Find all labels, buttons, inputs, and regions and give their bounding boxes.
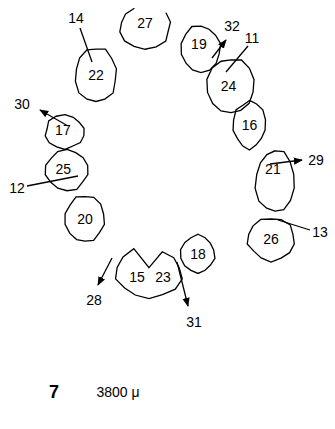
cell-border <box>45 149 88 190</box>
callout-number: 31 <box>186 315 202 329</box>
cell-outline: 20 <box>64 194 106 244</box>
cell-border <box>120 8 171 49</box>
cell-outline: 18 <box>180 234 216 274</box>
cell-border <box>247 219 294 262</box>
cell-number: 22 <box>88 68 104 82</box>
callout-number: 14 <box>68 11 84 25</box>
cell-number: 21 <box>265 162 281 176</box>
cell-border <box>233 100 265 150</box>
scale-label: 3800 μ <box>96 385 139 399</box>
cell-outline: 25 <box>44 148 90 192</box>
cell-outline: 26 <box>246 216 296 262</box>
cell-outline: 22 <box>74 46 118 104</box>
callout-number: 12 <box>9 181 25 195</box>
cell-number: 15 <box>129 270 145 284</box>
cell-border <box>116 249 183 299</box>
callout-number: 30 <box>14 97 30 111</box>
cell-number: 20 <box>77 212 93 226</box>
cell-number: 27 <box>137 16 153 30</box>
cell-number: 19 <box>191 37 207 51</box>
cell-number: 18 <box>190 247 206 261</box>
cell-outline: 19 <box>180 24 222 74</box>
cell-outline: 1523 <box>114 246 184 300</box>
cell-border <box>65 197 104 241</box>
cell-shape <box>114 246 184 300</box>
cell-number: 25 <box>56 162 72 176</box>
cell-number: 26 <box>263 232 279 246</box>
callout-number: 11 <box>245 31 260 45</box>
cell-outline: 17 <box>44 114 86 150</box>
cell-number: 24 <box>221 79 237 93</box>
leader-line <box>278 220 310 230</box>
cell-number: 16 <box>242 118 258 132</box>
cell-number: 17 <box>55 123 71 137</box>
cell-border <box>207 60 254 113</box>
arrow <box>98 258 112 285</box>
cell-border <box>45 115 84 150</box>
cell-border <box>255 151 294 211</box>
leader-line <box>80 28 92 62</box>
cell-number: 23 <box>155 270 171 284</box>
cell-shape <box>254 148 296 214</box>
callout-number: 13 <box>312 225 328 239</box>
cell-border <box>75 49 116 101</box>
cell-border <box>181 234 215 273</box>
callout-number: 32 <box>224 19 240 33</box>
cell-outline: 27 <box>118 4 172 50</box>
callout-number: 29 <box>308 153 324 167</box>
cell-outline: 24 <box>206 56 256 116</box>
cell-outline: 21 <box>254 148 296 214</box>
callout-number: 28 <box>86 293 102 307</box>
leader-line <box>226 46 248 72</box>
figure-number: 7 <box>49 383 59 401</box>
cell-outline: 16 <box>232 100 267 150</box>
